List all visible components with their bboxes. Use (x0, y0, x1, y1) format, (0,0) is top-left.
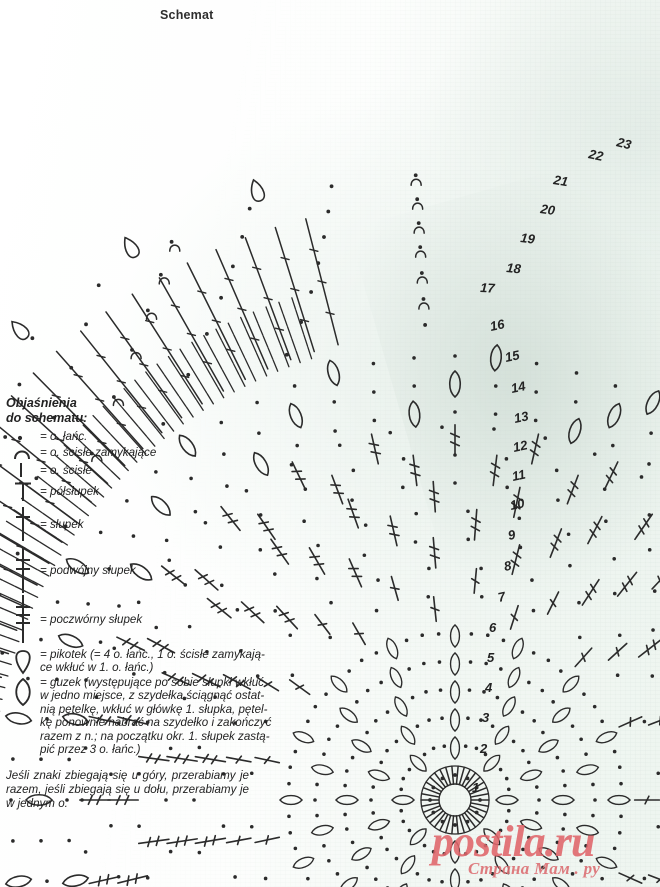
bobble-oval-icon (6, 676, 40, 707)
treble-crochet-icon (6, 544, 40, 596)
legend-item-bobble-line5: razem z n.; na początku okr. 1. słupek z… (40, 729, 270, 743)
legend-item-bobble-line6: pić przez 3 o. łańc.) (40, 743, 141, 757)
legend-item-chain: = o. łańc. (6, 429, 302, 444)
round-label-21: 21 (552, 172, 570, 189)
legend-item-bobble-line2: w jedno miejsce, z szydełka ściągnąć ost… (40, 689, 265, 703)
legend-item-double-treble: = poczwórny słupek (6, 595, 302, 643)
legend-item-treble-label: = podwójny słupek (40, 563, 136, 577)
legend-item-double-treble-label: = poczwórny słupek (40, 612, 143, 626)
double-treble-crochet-icon (6, 595, 40, 643)
round-label-19: 19 (520, 230, 537, 247)
legend-symbol-list: = o. łańc. = o. ścisłe zamykające = o. ś… (6, 429, 302, 643)
legend-item-picot: = pikotek (= 4 o. łańc., 1 o. ścisłe zam… (6, 648, 302, 675)
legend-item-bobble-line1: = guzek (występujące po sobie słupki wkł… (40, 676, 264, 689)
legend-item-half-double-label: = półsłupek (40, 485, 99, 498)
legend-item-slip-closing-label: = o. ścisłe zamykające (40, 446, 157, 459)
slip-stitch-closing-arc-icon (6, 444, 40, 461)
round-label-15: 15 (504, 347, 522, 365)
slip-stitch-bar-icon (6, 461, 40, 479)
legend-item-picot-line1: = pikotek (= 4 o. łańc., 1 o. ścisłe zam… (40, 648, 265, 661)
half-double-crochet-icon (6, 479, 40, 504)
round-label-18: 18 (506, 260, 523, 276)
legend-item-half-double: = półsłupek (6, 479, 302, 504)
round-label-20: 20 (539, 201, 557, 218)
legend-item-chain-label: = o. łańc. (40, 430, 88, 443)
legend-item-bobble-text: = guzek (występujące po sobie słupki wkł… (40, 676, 271, 756)
round-label-5: 5 (487, 650, 495, 665)
round-label-4: 4 (484, 680, 493, 695)
legend-note: Jeśli znaki zbiegają się u góry, przerab… (6, 769, 249, 811)
legend-heading-line2: do schematu: (6, 411, 88, 425)
legend-panel: Objaśnienia do schematu: = o. łańc. = o.… (6, 396, 302, 811)
legend-item-double-crochet: = słupek (6, 504, 302, 544)
round-label-22: 22 (586, 146, 605, 164)
legend-item-double-crochet-label: = słupek (40, 517, 84, 531)
legend-item-bobble-line3: nią pętelkę, wkłuć w główkę 1. słupka, p… (40, 702, 268, 716)
round-label-6: 6 (489, 620, 497, 635)
legend-heading-line1: Objaśnienia (6, 396, 77, 410)
legend-heading: Objaśnienia do schematu: (6, 396, 302, 426)
round-label-2: 2 (479, 741, 488, 756)
round-label-8: 8 (503, 558, 514, 574)
round-label-11: 11 (511, 466, 527, 483)
round-label-12: 12 (512, 437, 530, 455)
page-title: Schemat (160, 8, 214, 22)
legend-item-picot-text: = pikotek (= 4 o. łańc., 1 o. ścisłe zam… (40, 648, 265, 675)
round-label-1: 1 (472, 780, 479, 795)
round-label-23: 23 (614, 134, 633, 152)
legend-item-bobble-line4: kę ponownie nabrać na szydełko i zakończ… (40, 716, 272, 730)
legend-item-picot-line2: ce wkłuć w 1. o. łańc.) (40, 661, 154, 675)
double-crochet-icon (6, 504, 40, 544)
chain-dot-icon (6, 429, 40, 444)
round-label-9: 9 (507, 527, 518, 543)
legend-item-treble: = podwójny słupek (6, 544, 302, 596)
round-label-7: 7 (497, 589, 508, 605)
round-label-10: 10 (509, 495, 527, 513)
round-label-16: 16 (489, 316, 507, 334)
round-label-14: 14 (510, 378, 528, 396)
legend-item-bobble: = guzek (występujące po sobie słupki wkł… (6, 676, 302, 756)
legend-item-slip: = o. ścisłe (6, 461, 302, 479)
legend-item-slip-label: = o. ścisłe (40, 463, 92, 477)
round-label-13: 13 (513, 408, 531, 426)
picot-loop-icon (6, 648, 40, 675)
round-label-17: 17 (480, 280, 496, 296)
legend-item-slip-closing: = o. ścisłe zamykające (6, 444, 302, 461)
round-label-3: 3 (482, 710, 490, 725)
